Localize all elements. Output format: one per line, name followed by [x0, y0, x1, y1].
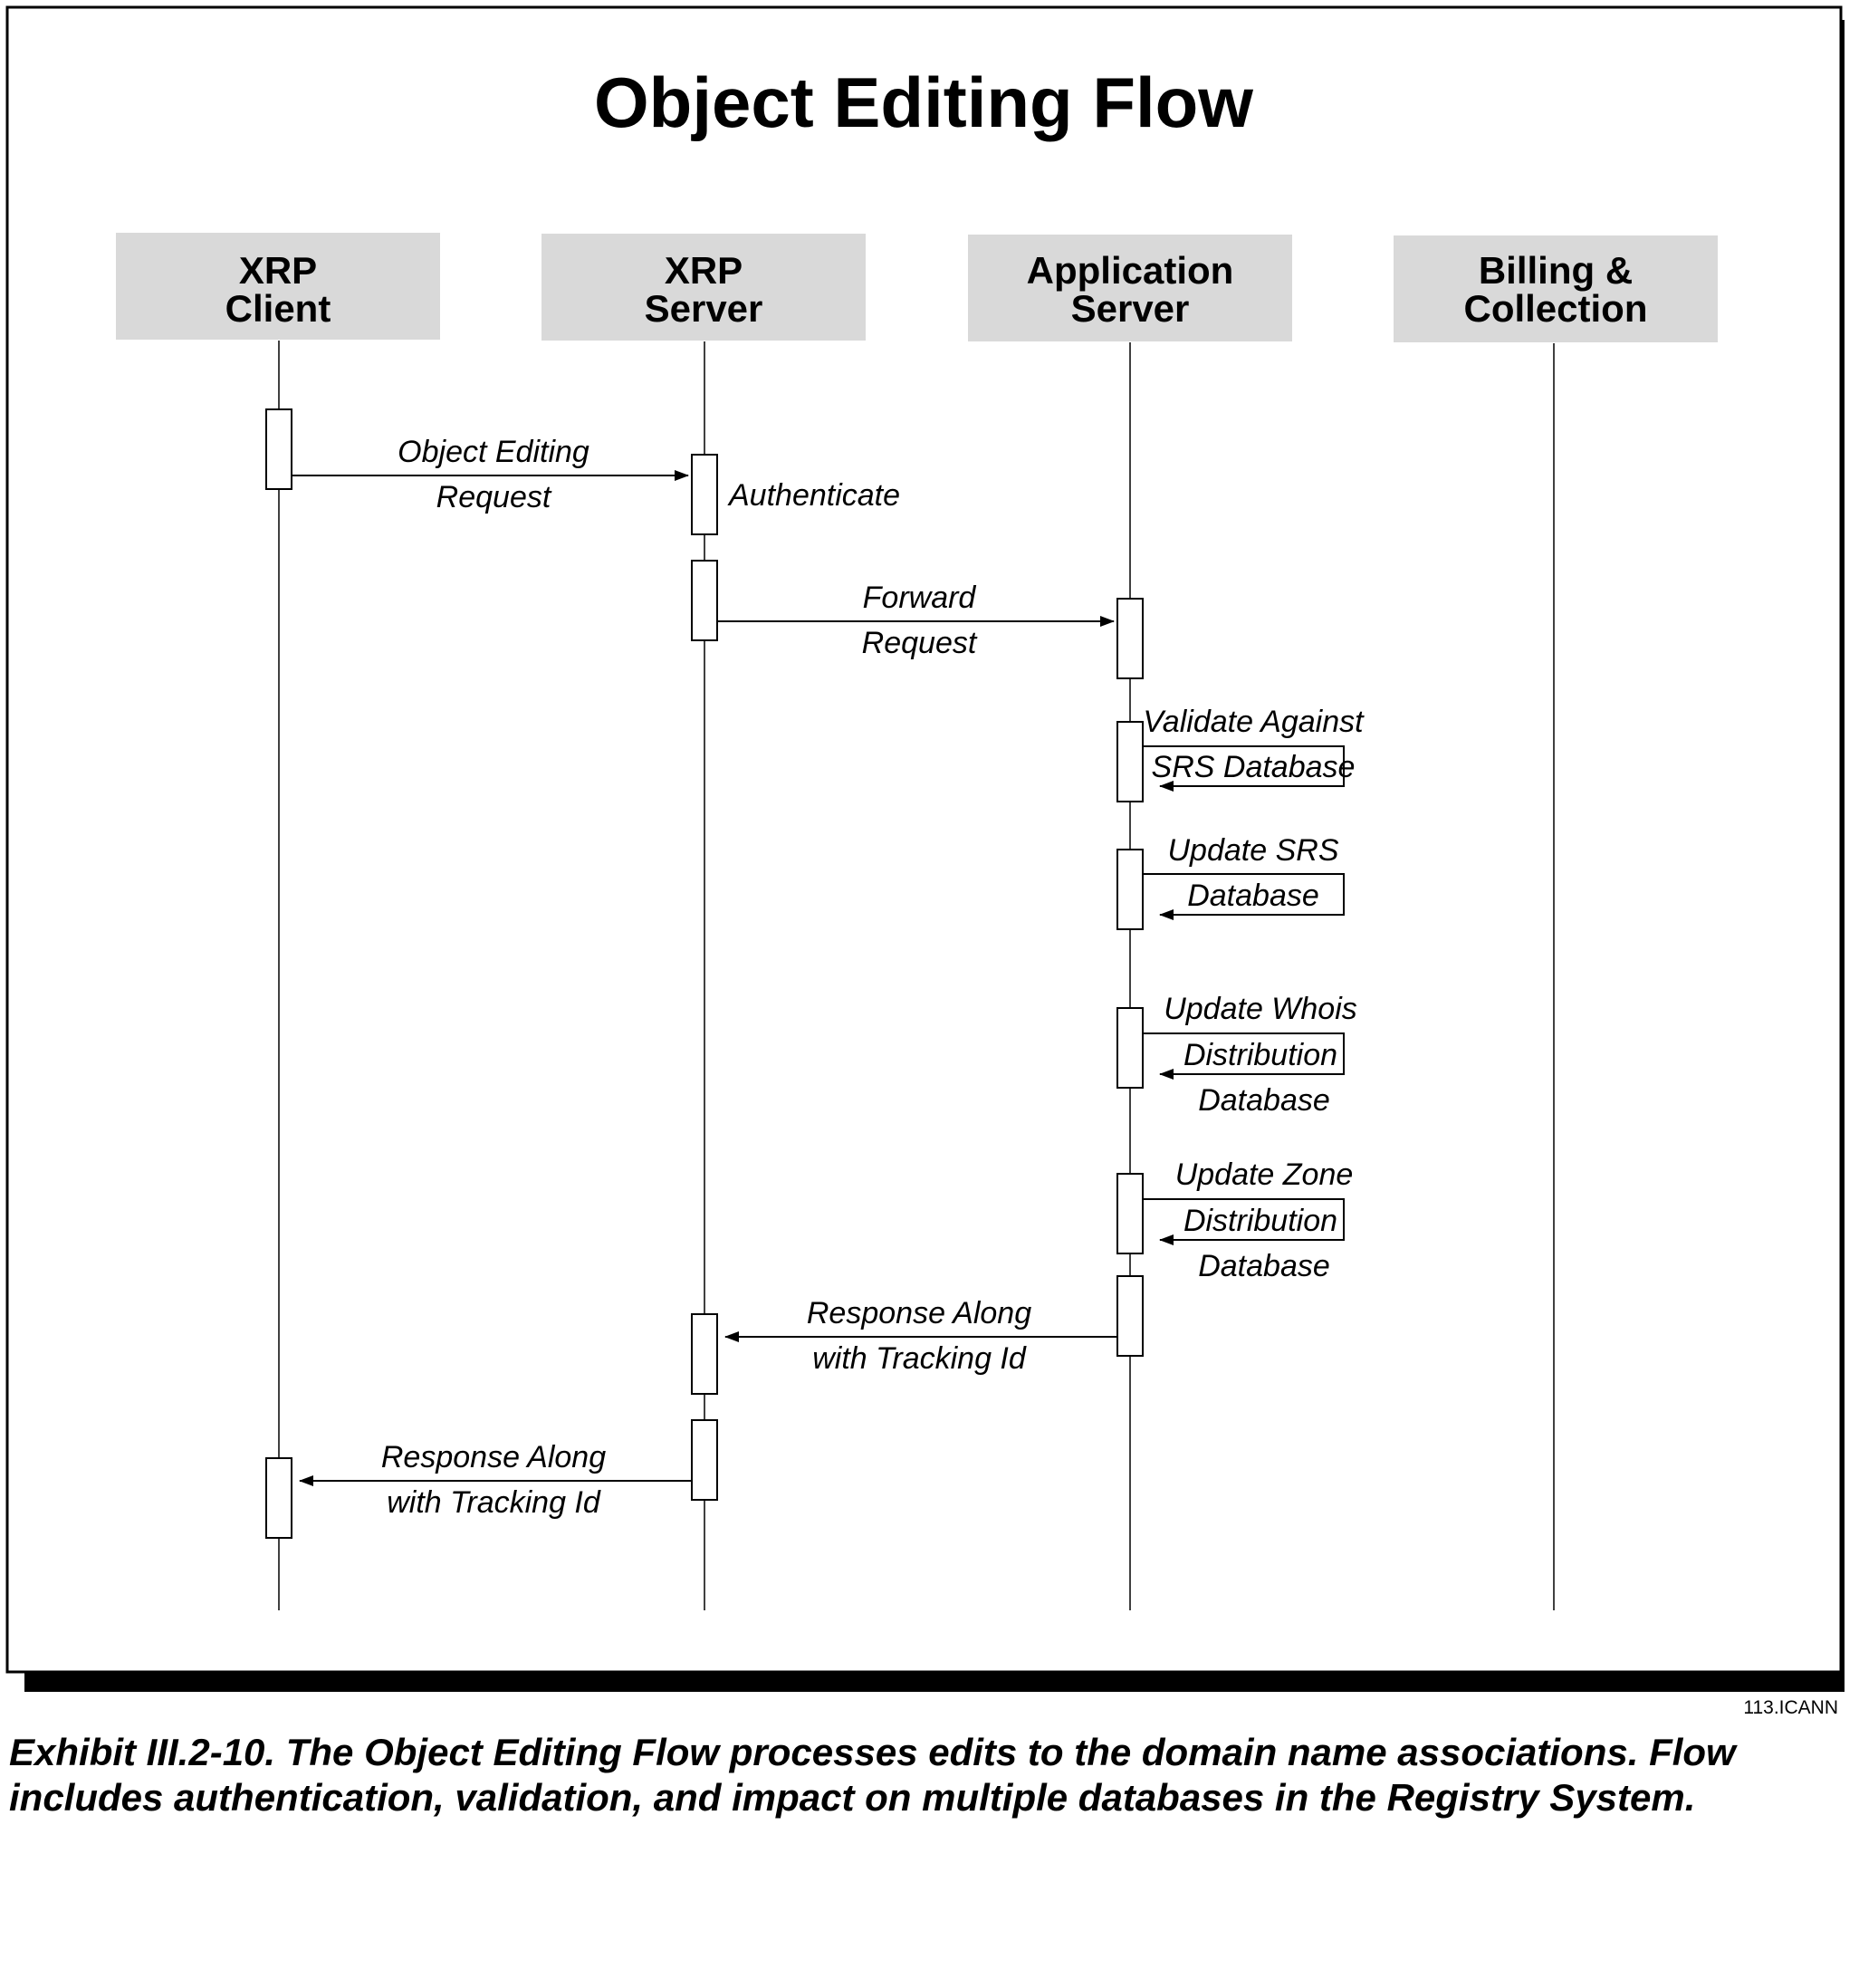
- message-object-editing-request: Object Editing Request: [292, 435, 689, 514]
- message-label: Update Zone: [1175, 1157, 1354, 1192]
- activation-box: [691, 1313, 718, 1395]
- lane-billing-collection: Billing & Collection: [1394, 235, 1718, 342]
- activation-box: [265, 1457, 292, 1539]
- activation-box: [691, 454, 718, 535]
- message-label: SRS Database: [1152, 750, 1356, 784]
- message-label: Response Along: [807, 1296, 1031, 1330]
- message-label: Distribution: [1183, 1038, 1337, 1072]
- activation-box: [265, 408, 292, 490]
- message-label: with Tracking Id: [387, 1485, 601, 1520]
- lane-label: Collection: [1463, 287, 1647, 330]
- message-label: Request: [436, 480, 552, 514]
- lane-xrp-server: XRP Server: [541, 234, 866, 341]
- sequence-diagram: Object Editing Flow XRP Client XRP Serve…: [5, 5, 1845, 1718]
- diagram-title: Object Editing Flow: [594, 62, 1253, 142]
- self-message-update-whois: Update Whois Distribution Database: [1143, 992, 1357, 1118]
- lane-label: Client: [225, 287, 331, 330]
- exhibit-caption: Exhibit III.2-10. The Object Editing Flo…: [9, 1731, 1736, 1819]
- lane-header-box: [541, 234, 866, 341]
- self-message-loop: [1143, 745, 1345, 792]
- activation-box: [1116, 849, 1144, 930]
- lane-header-box: [116, 233, 440, 340]
- message-label: Response Along: [381, 1440, 606, 1474]
- activation-box: [1116, 1007, 1144, 1089]
- activation-box: [691, 1419, 718, 1501]
- lane-label: XRP: [665, 249, 743, 292]
- message-forward-request: Forward Request: [717, 581, 1115, 660]
- activation-box: [1116, 1173, 1144, 1254]
- self-message-update-zone: Update Zone Distribution Database: [1143, 1157, 1353, 1283]
- activation-box: [1116, 721, 1144, 802]
- self-message-update-srs: Update SRS Database: [1143, 833, 1345, 920]
- activation-box: [691, 560, 718, 641]
- lane-header-box: [1394, 235, 1718, 342]
- message-response-to-client: Response Along with Tracking Id: [299, 1440, 692, 1520]
- message-label: Object Editing: [398, 435, 589, 469]
- lane-label: Application: [1027, 249, 1234, 292]
- lane-label: XRP: [239, 249, 317, 292]
- self-message-loop: [1143, 1198, 1345, 1245]
- message-label: Database: [1198, 1249, 1330, 1283]
- message-label: with Tracking Id: [812, 1341, 1027, 1376]
- lane-label: Server: [1071, 287, 1190, 330]
- self-message-validate: Validate Against SRS Database: [1143, 705, 1365, 792]
- activation-box: [1116, 1275, 1144, 1357]
- self-message-loop: [1143, 1032, 1345, 1080]
- lane-header-box: [968, 235, 1292, 341]
- lane-xrp-client: XRP Client: [116, 233, 440, 340]
- message-label: Update SRS: [1168, 833, 1339, 868]
- message-label: Database: [1187, 879, 1319, 913]
- message-label: Distribution: [1183, 1204, 1337, 1238]
- message-label: Request: [862, 626, 978, 660]
- message-label: Forward: [863, 581, 977, 615]
- self-message-loop: [1143, 873, 1345, 920]
- message-response-to-xrp-server: Response Along with Tracking Id: [724, 1296, 1117, 1376]
- message-label: Database: [1198, 1083, 1330, 1118]
- message-label: Update Whois: [1164, 992, 1357, 1026]
- reference-code: 113.ICANN: [1743, 1697, 1838, 1718]
- lane-label: Server: [645, 287, 763, 330]
- lane-label: Billing &: [1479, 249, 1633, 292]
- authenticate-label: Authenticate: [727, 478, 900, 513]
- lane-application-server: Application Server: [968, 235, 1292, 341]
- activation-box: [1116, 598, 1144, 679]
- message-label: Validate Against: [1143, 705, 1365, 739]
